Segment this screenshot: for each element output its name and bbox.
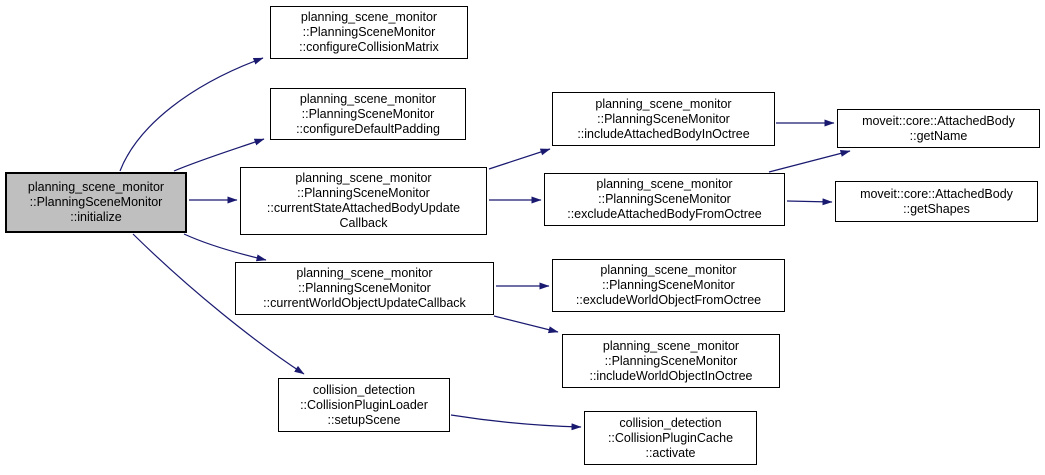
node-configureCollisionMatrix-label: planning_scene_monitor ::PlanningSceneMo…	[299, 10, 439, 54]
node-excludeAttachedBodyFromOctree[interactable]: planning_scene_monitor ::PlanningSceneMo…	[544, 173, 785, 226]
node-currentWorldObjectUpdateCallback[interactable]: planning_scene_monitor ::PlanningSceneMo…	[235, 262, 494, 315]
node-includeWorldObjectInOctree-label: planning_scene_monitor ::PlanningSceneMo…	[589, 338, 753, 383]
edge-currentWorldObjectUpdateCallback-includeWorldObjectInOctree	[493, 315, 559, 334]
node-activate[interactable]: collision_detection ::CollisionPluginCac…	[584, 411, 757, 465]
node-currentStateAttachedBodyUpdateCallback[interactable]: planning_scene_monitor ::PlanningSceneMo…	[240, 167, 487, 235]
node-currentStateAttachedBodyUpdateCallback-label: planning_scene_monitor ::PlanningSceneMo…	[266, 171, 461, 230]
edge-initialize-currentWorldObjectUpdateCallback	[183, 233, 267, 262]
node-setupScene-label: collision_detection ::CollisionPluginLoa…	[300, 382, 428, 427]
node-getShapes[interactable]: moveit::core::AttachedBody ::getShapes	[835, 181, 1038, 222]
edge-excludeAttachedBodyFromOctree-getName	[768, 149, 851, 173]
node-getName[interactable]: moveit::core::AttachedBody ::getName	[837, 109, 1040, 148]
node-getShapes-label: moveit::core::AttachedBody ::getShapes	[860, 186, 1013, 216]
node-getName-label: moveit::core::AttachedBody ::getName	[862, 113, 1015, 143]
edge-initialize-configureDefaultPadding	[173, 138, 265, 172]
node-currentWorldObjectUpdateCallback-label: planning_scene_monitor ::PlanningSceneMo…	[263, 266, 466, 310]
node-includeAttachedBodyInOctree[interactable]: planning_scene_monitor ::PlanningSceneMo…	[552, 92, 775, 146]
node-configureCollisionMatrix[interactable]: planning_scene_monitor ::PlanningSceneMo…	[270, 6, 468, 59]
node-initialize-label: planning_scene_monitor ::PlanningSceneMo…	[27, 180, 165, 224]
node-configureDefaultPadding[interactable]: planning_scene_monitor ::PlanningSceneMo…	[270, 88, 466, 140]
node-setupScene[interactable]: collision_detection ::CollisionPluginLoa…	[278, 378, 450, 432]
node-excludeWorldObjectFromOctree-label: planning_scene_monitor ::PlanningSceneMo…	[575, 263, 762, 307]
edge-setupScene-activate	[450, 414, 582, 431]
node-excludeAttachedBodyFromOctree-label: planning_scene_monitor ::PlanningSceneMo…	[567, 177, 762, 221]
edge-currentStateAttachedBodyUpdateCallback-includeAttachedBodyInOctree	[488, 148, 551, 170]
edge-initialize-setupScene	[132, 233, 305, 375]
edge-initialize-configureCollisionMatrix	[119, 57, 264, 172]
node-includeAttachedBodyInOctree-label: planning_scene_monitor ::PlanningSceneMo…	[577, 96, 750, 141]
node-activate-label: collision_detection ::CollisionPluginCac…	[607, 415, 734, 460]
edge-excludeAttachedBodyFromOctree-getShapes	[786, 198, 833, 206]
node-includeWorldObjectInOctree[interactable]: planning_scene_monitor ::PlanningSceneMo…	[562, 334, 780, 388]
node-initialize: planning_scene_monitor ::PlanningSceneMo…	[5, 172, 187, 233]
node-configureDefaultPadding-label: planning_scene_monitor ::PlanningSceneMo…	[296, 91, 440, 136]
node-excludeWorldObjectFromOctree[interactable]: planning_scene_monitor ::PlanningSceneMo…	[552, 259, 785, 312]
